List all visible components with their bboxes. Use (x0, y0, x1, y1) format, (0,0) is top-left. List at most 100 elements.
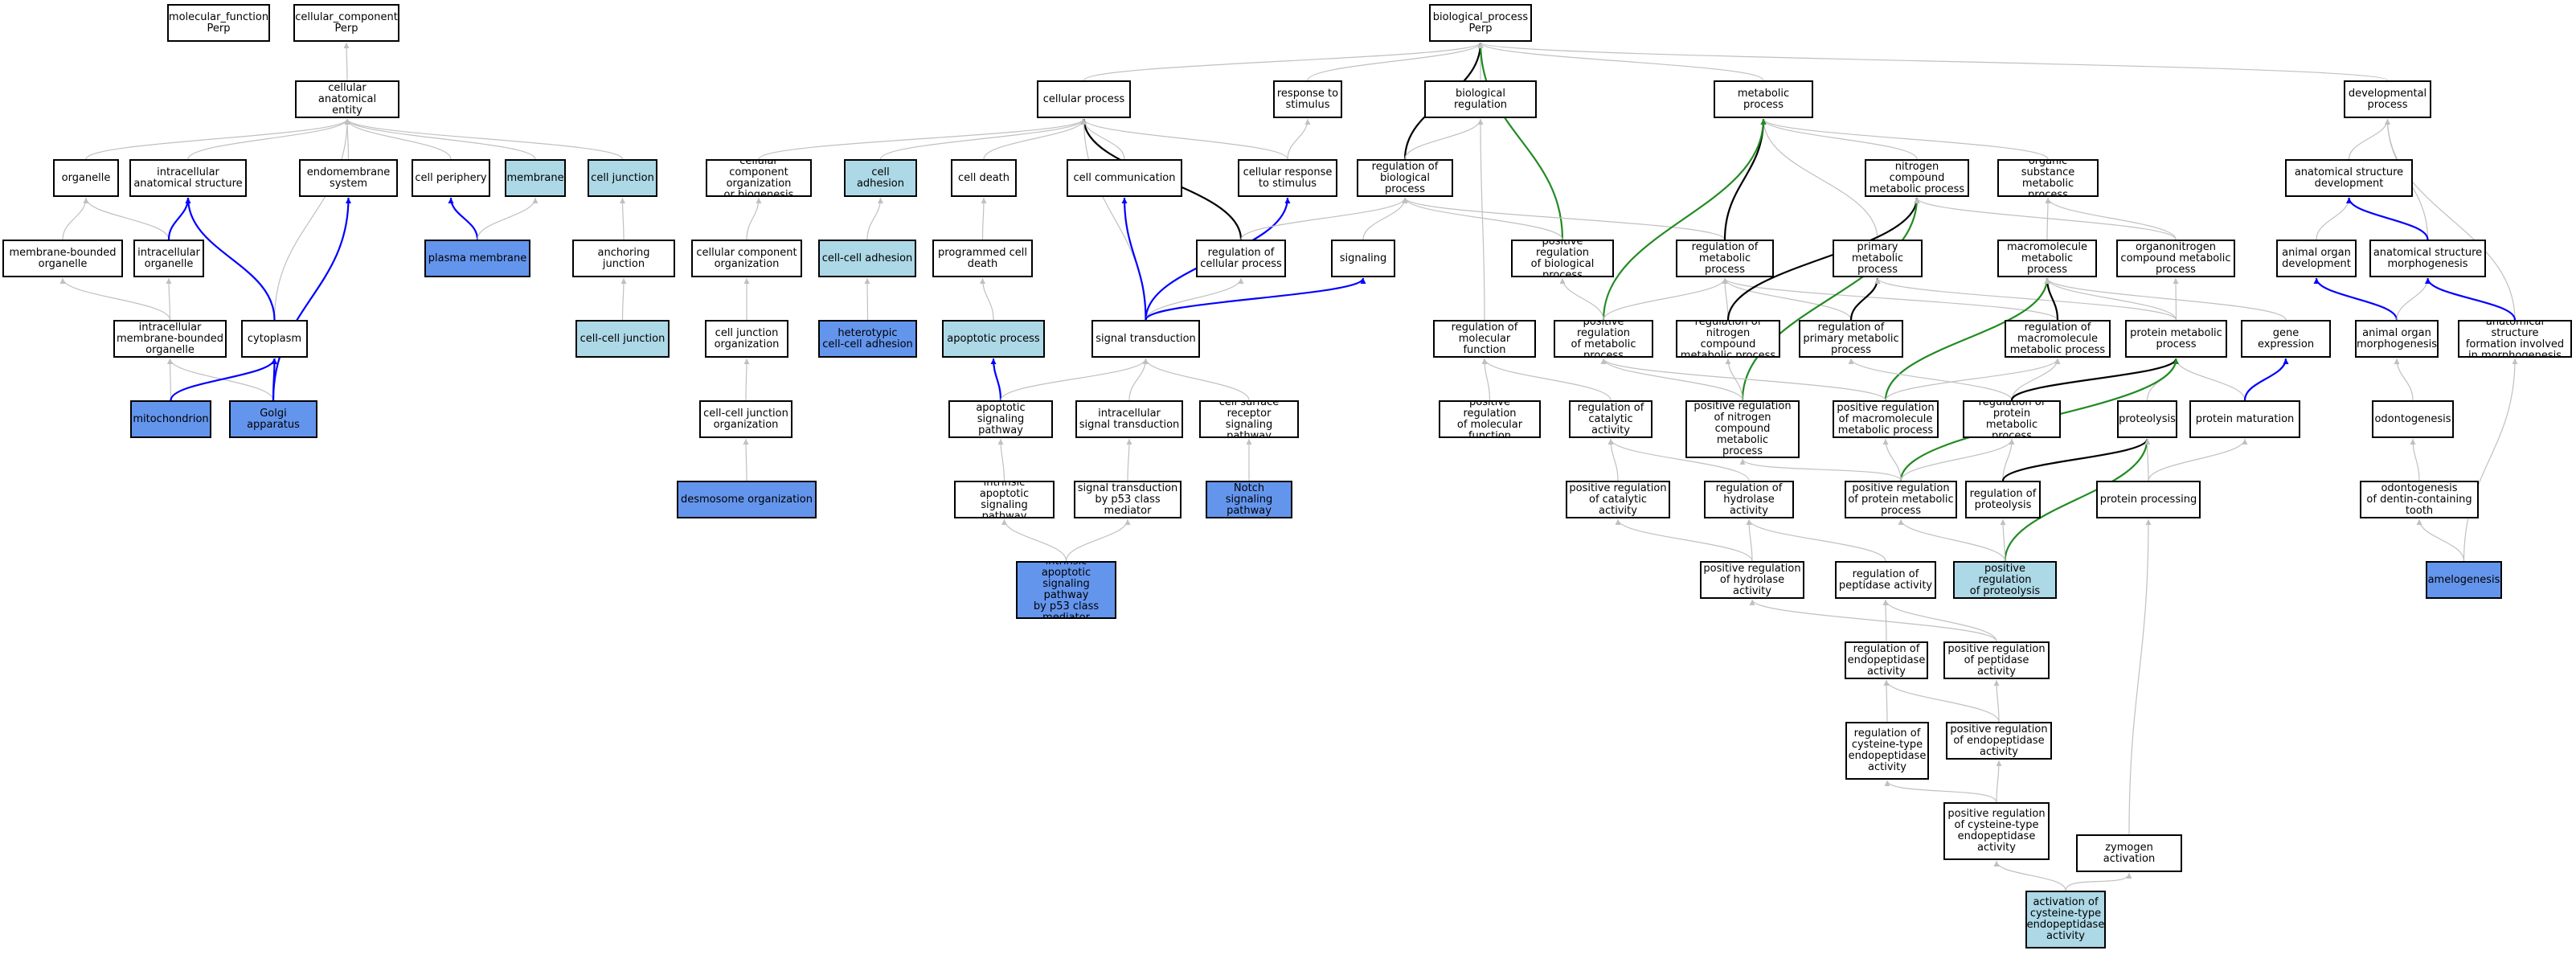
edge-ropmp-ropromp (1848, 358, 2013, 401)
go-term-ias: intracellular anatomical structure (129, 159, 247, 197)
go-term-golgi: Golgi apparatus (229, 400, 317, 438)
edge-robp-rocp (1240, 197, 1408, 240)
go-term-prpmp: positive regulation of protein metabolic… (1845, 481, 1957, 518)
go-term-odonto: odontogenesis (2372, 400, 2454, 438)
go-term-proteol: proteolysis (2117, 400, 2177, 438)
edge-io-imbo (166, 277, 172, 321)
edge-org-io (83, 197, 170, 240)
edge-org-mbo (62, 197, 89, 240)
edge-cper-pm (448, 197, 479, 240)
go-term-robp: regulation of biological process (1357, 159, 1453, 197)
edge-cdeath-pcd (981, 197, 987, 240)
go-term-aj: anchoring junction (572, 240, 675, 277)
edge-roca-rha (1607, 438, 1750, 481)
edge-es-golgi (272, 197, 351, 401)
go-term-cc: cellular_component Perp (293, 4, 399, 42)
edge-asd-asm (2346, 197, 2429, 240)
edge-roprot-prprot (2000, 518, 2006, 562)
go-term-romp: regulation of metabolic process (1676, 240, 1774, 277)
edge-rocea-prcea (1884, 780, 1997, 803)
go-term-cp: cellular process (1037, 80, 1131, 118)
go-term-prprot: positive regulation of proteolysis (1953, 561, 2057, 599)
edge-cp-crts (1081, 118, 1288, 160)
go-term-io: intracellular organelle (133, 240, 204, 277)
edge-bp-metab (1477, 42, 1764, 81)
go-term-pm: plasma membrane (424, 240, 530, 277)
go-term-apop: apoptotic process (942, 320, 1045, 358)
edge-ropromp-roprot (2002, 438, 2015, 481)
go-term-prbp: positive regulation of biological proces… (1511, 240, 1614, 277)
edge-mem-pm (477, 197, 539, 240)
go-term-ist: intracellular signal transduction (1075, 400, 1183, 438)
edge-pcd-apop (980, 277, 994, 321)
edge-cae-cper (344, 118, 452, 160)
go-term-oncmp: organonitrogen compound metabolic proces… (2116, 240, 2235, 277)
go-term-cae: cellular anatomical entity (295, 80, 399, 118)
edge-cp-st (1081, 118, 1147, 321)
edge-aom-odonto (2394, 358, 2414, 401)
edge-cp-cadh (879, 118, 1087, 160)
go-term-cdeath: cell death (951, 159, 1017, 197)
go-term-odct: odontogenesis of dentin-containing tooth (2360, 481, 2479, 518)
go-term-mem: membrane (505, 159, 566, 197)
edge-pmp-ropmp (1849, 277, 1881, 321)
edge-mmp-prmmp (1884, 277, 2050, 401)
go-term-ge: gene expression (2241, 320, 2331, 358)
go-term-roncmp: regulation of nitrogen compound metaboli… (1676, 320, 1780, 358)
edge-roncmp-proncmp (1725, 358, 1743, 401)
edge-ncmp-roncmp (1726, 197, 1920, 321)
edge-proteol-protproc (2144, 438, 2151, 481)
go-term-ropmp: regulation of primary metabolic process (1799, 320, 1903, 358)
go-term-ccadh: cell-cell adhesion (818, 240, 916, 277)
edge-asd-aod (2316, 197, 2352, 240)
edge-dev-asd (2348, 118, 2390, 160)
go-term-romf: regulation of molecular function (1433, 320, 1536, 358)
edge-ias-io (167, 197, 191, 240)
edge-rommp-ropromp (2011, 358, 2061, 401)
go-term-mito: mitochondrion (130, 400, 211, 438)
edge-aj-ccj (620, 277, 627, 321)
go-term-asp: apoptotic signaling pathway (948, 400, 1053, 438)
go-term-prmf: positive regulation of molecular functio… (1439, 400, 1541, 438)
go-term-cyt: cytoplasm (241, 320, 308, 358)
edge-robp-romp (1402, 197, 1726, 240)
edge-asfm-amelo (2463, 358, 2518, 562)
edge-prpa-prea (1993, 679, 2000, 723)
go-term-ropa: regulation of peptidase activity (1835, 561, 1936, 599)
edge-prmmp-prpmp (1882, 438, 1902, 481)
edge-bp-rts (1307, 42, 1484, 81)
go-term-rts: response to stimulus (1273, 80, 1342, 118)
go-term-cper: cell periphery (412, 159, 490, 197)
edge-cadh-ccadh (866, 197, 883, 240)
edge-romf-roca (1481, 358, 1612, 401)
go-term-aom: animal organ morphogenesis (2355, 320, 2439, 358)
go-term-cco: cellular component organization (691, 240, 802, 277)
go-term-prea: positive regulation of endopeptidase act… (1946, 722, 2052, 760)
edge-rha-ropa (1746, 518, 1886, 562)
edge-apop-asp (990, 358, 1002, 401)
edge-iasp-iaspp53 (1001, 518, 1067, 562)
go-term-rommp: regulation of macromolecule metabolic pr… (2005, 320, 2111, 358)
edge-cae-cj (344, 118, 624, 160)
go-term-asfm: anatomical structure formation involved … (2458, 320, 2572, 358)
edge-odct-amelo (2416, 518, 2465, 562)
edge-prmp-proncmp (1600, 358, 1743, 401)
go-term-osmp: organic substance metabolic process (1997, 159, 2099, 197)
go-term-mmp: macromolecule metabolic process (1997, 240, 2097, 277)
go-term-mf: molecular_function Perp (167, 4, 270, 42)
go-term-prca: positive regulation of catalytic activit… (1566, 481, 1670, 518)
edge-romp-prmp (1603, 277, 1728, 321)
edge-romp-roncmp (1722, 277, 1729, 321)
edge-cp-ccomm (1081, 118, 1125, 160)
edge-odonto-odct (2410, 438, 2420, 481)
go-term-prmmp: positive regulation of macromolecule met… (1833, 400, 1939, 438)
edge-ccadh-hcca (864, 277, 870, 321)
go-term-st: signal transduction (1091, 320, 1200, 358)
edge-asm-aom (2396, 277, 2431, 321)
edge-cj-aj (620, 197, 626, 240)
go-term-imbo: intracellular membrane-bounded organelle (113, 320, 227, 358)
edge-roea-prea (1883, 679, 2000, 723)
go-term-ccomm: cell communication (1067, 159, 1182, 197)
edge-bp-cp (1083, 42, 1484, 81)
go-term-protproc: protein processing (2096, 481, 2201, 518)
